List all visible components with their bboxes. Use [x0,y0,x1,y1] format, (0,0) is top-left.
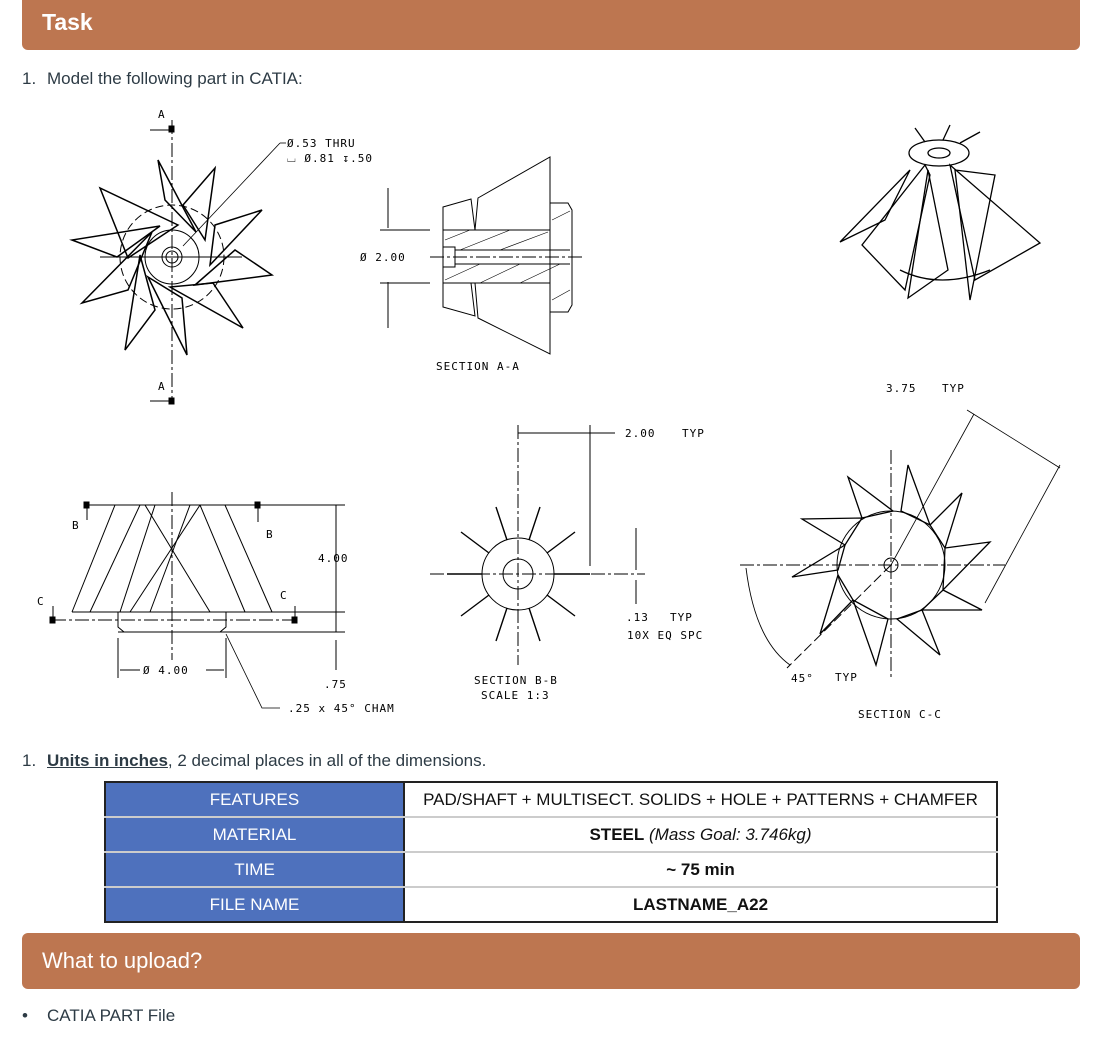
top-view-impeller [69,120,286,405]
section-c-angle-dim: 45° [791,672,814,685]
table-row: FEATURES PAD/SHAFT + MULTISECT. SOLIDS +… [105,782,997,818]
section-c-length-typ: TYP [942,382,965,395]
section-c-label: SECTION C-C [858,708,942,721]
spec-table: FEATURES PAD/SHAFT + MULTISECT. SOLIDS +… [104,781,998,923]
task-title: Task [42,9,93,35]
chamfer-note: .25 x 45° CHAM [288,702,395,715]
section-b-thickness-typ: TYP [670,611,693,624]
section-b-mark-right: B [266,528,274,541]
table-row: MATERIAL STEEL (Mass Goal: 3.746kg) [105,817,997,853]
material-value: STEEL (Mass Goal: 3.746kg) [404,817,997,853]
time-value: ~ 75 min [404,852,997,888]
base-height-dim: .75 [324,678,347,691]
section-a-diameter: Ø 2.00 [360,251,406,264]
units-label: Units in inches [47,751,168,770]
features-value: PAD/SHAFT + MULTISECT. SOLIDS + HOLE + P… [404,782,997,818]
base-diameter-dim: Ø 4.00 [143,664,189,677]
task-header: Task [22,0,1080,50]
step-model-part: 1. Model the following part in CATIA: [22,69,303,89]
step-text: , 2 decimal places in all of the dimensi… [167,751,487,770]
section-b-scale: SCALE 1:3 [481,689,550,702]
table-row: TIME ~ 75 min [105,852,997,888]
features-key: FEATURES [105,782,405,818]
upload-header: What to upload? [22,933,1080,989]
section-c-angle-typ: TYP [835,671,858,684]
step-number: 1. [22,69,37,88]
mass-goal: (Mass Goal: 3.746kg) [649,824,812,844]
section-b-length-typ: TYP [682,427,705,440]
upload-title: What to upload? [42,948,203,973]
bullet-icon: • [22,1006,28,1025]
file-name-value: LASTNAME_A22 [404,887,997,922]
section-a-mark-bottom: A [158,380,166,393]
front-view [49,492,345,709]
step-number: 1. [22,751,37,770]
file-name-key: FILE NAME [105,887,405,922]
material-name: STEEL [589,824,645,844]
table-row: FILE NAME LASTNAME_A22 [105,887,997,922]
step-units: 1. Units in inches, 2 decimal places in a… [22,751,486,771]
section-a-label: SECTION A-A [436,360,520,373]
section-b-length-dim: 2.00 [625,427,656,440]
isometric-view [839,124,1042,301]
section-c-mark-left: C [37,595,45,608]
technical-drawing: A A Ø.53 THRU ⌴ Ø.81 ↧.50 Ø 2.00 SECTION… [37,108,1061,721]
step-text: Model the following part in CATIA: [47,69,303,88]
hole-callout-1: Ø.53 THRU [287,137,356,150]
section-c-mark-right: C [280,589,288,602]
upload-item-text: CATIA PART File [47,1006,176,1025]
section-b-view [430,425,645,665]
section-b-thickness-dim: .13 [626,611,649,624]
section-c-length-dim: 3.75 [886,382,917,395]
upload-list-item: • CATIA PART File [22,1006,175,1026]
section-b-mark-left: B [72,519,80,532]
section-a-mark-top: A [158,108,166,121]
section-c-view [740,409,1061,678]
section-b-label: SECTION B-B [474,674,558,687]
section-b-pattern-note: 10X EQ SPC [627,629,703,642]
time-key: TIME [105,852,405,888]
height-dim: 4.00 [318,552,349,565]
hole-callout-2: ⌴ Ø.81 ↧.50 [287,152,373,165]
section-a-view [380,156,584,355]
material-key: MATERIAL [105,817,405,853]
